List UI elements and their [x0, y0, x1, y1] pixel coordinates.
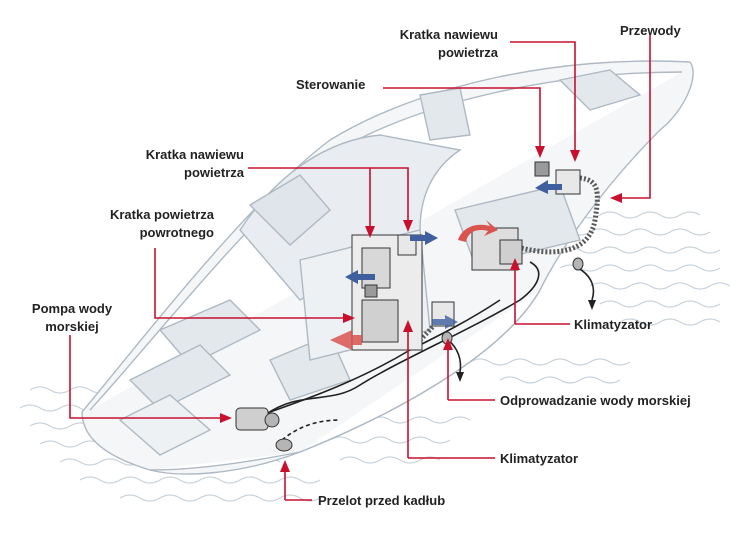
warm-air-arrows: [330, 220, 498, 350]
label-pompa-wody-morskiej: Pompa wody morskiej: [30, 300, 114, 336]
label-line: Kratka nawiewu: [145, 147, 244, 162]
label-line: powrotnego: [139, 225, 214, 240]
drain-arrows: [456, 300, 596, 382]
label-sterowanie: Sterowanie: [296, 77, 366, 92]
cold-air-arrows: [345, 180, 562, 329]
label-klimatyzator-right: Klimatyzator: [574, 317, 653, 332]
label-kratka-powietrza-powrotnego: Kratka powietrza powrotnego: [90, 206, 214, 242]
leader-lines: [69, 35, 651, 501]
label-przelot-przed-kadlub: Przelot przed kadłub: [318, 493, 446, 508]
label-odprowadzanie-wody: Odprowadzanie wody morskiej: [500, 393, 691, 408]
label-klimatyzator-bottom: Klimatyzator: [500, 451, 579, 466]
label-line: Kratka nawiewu: [399, 27, 498, 42]
sea-water-pump: [235, 407, 280, 431]
label-kratka-nawiewu-mid: Kratka nawiewu powietrza: [126, 146, 244, 182]
label-przewody: Przewody: [620, 23, 681, 38]
label-line: morskiej: [45, 319, 99, 334]
label-line: powietrza: [184, 165, 244, 180]
label-line: Kratka powietrza: [109, 207, 214, 222]
label-line: powietrza: [438, 45, 498, 60]
leader-arrowheads: [220, 146, 622, 472]
control-panel: [364, 161, 550, 298]
label-kratka-nawiewu-top: Kratka nawiewu powietrza: [380, 26, 498, 62]
label-line: Pompa wody: [31, 301, 113, 316]
thru-hull-fitting: [275, 257, 584, 452]
